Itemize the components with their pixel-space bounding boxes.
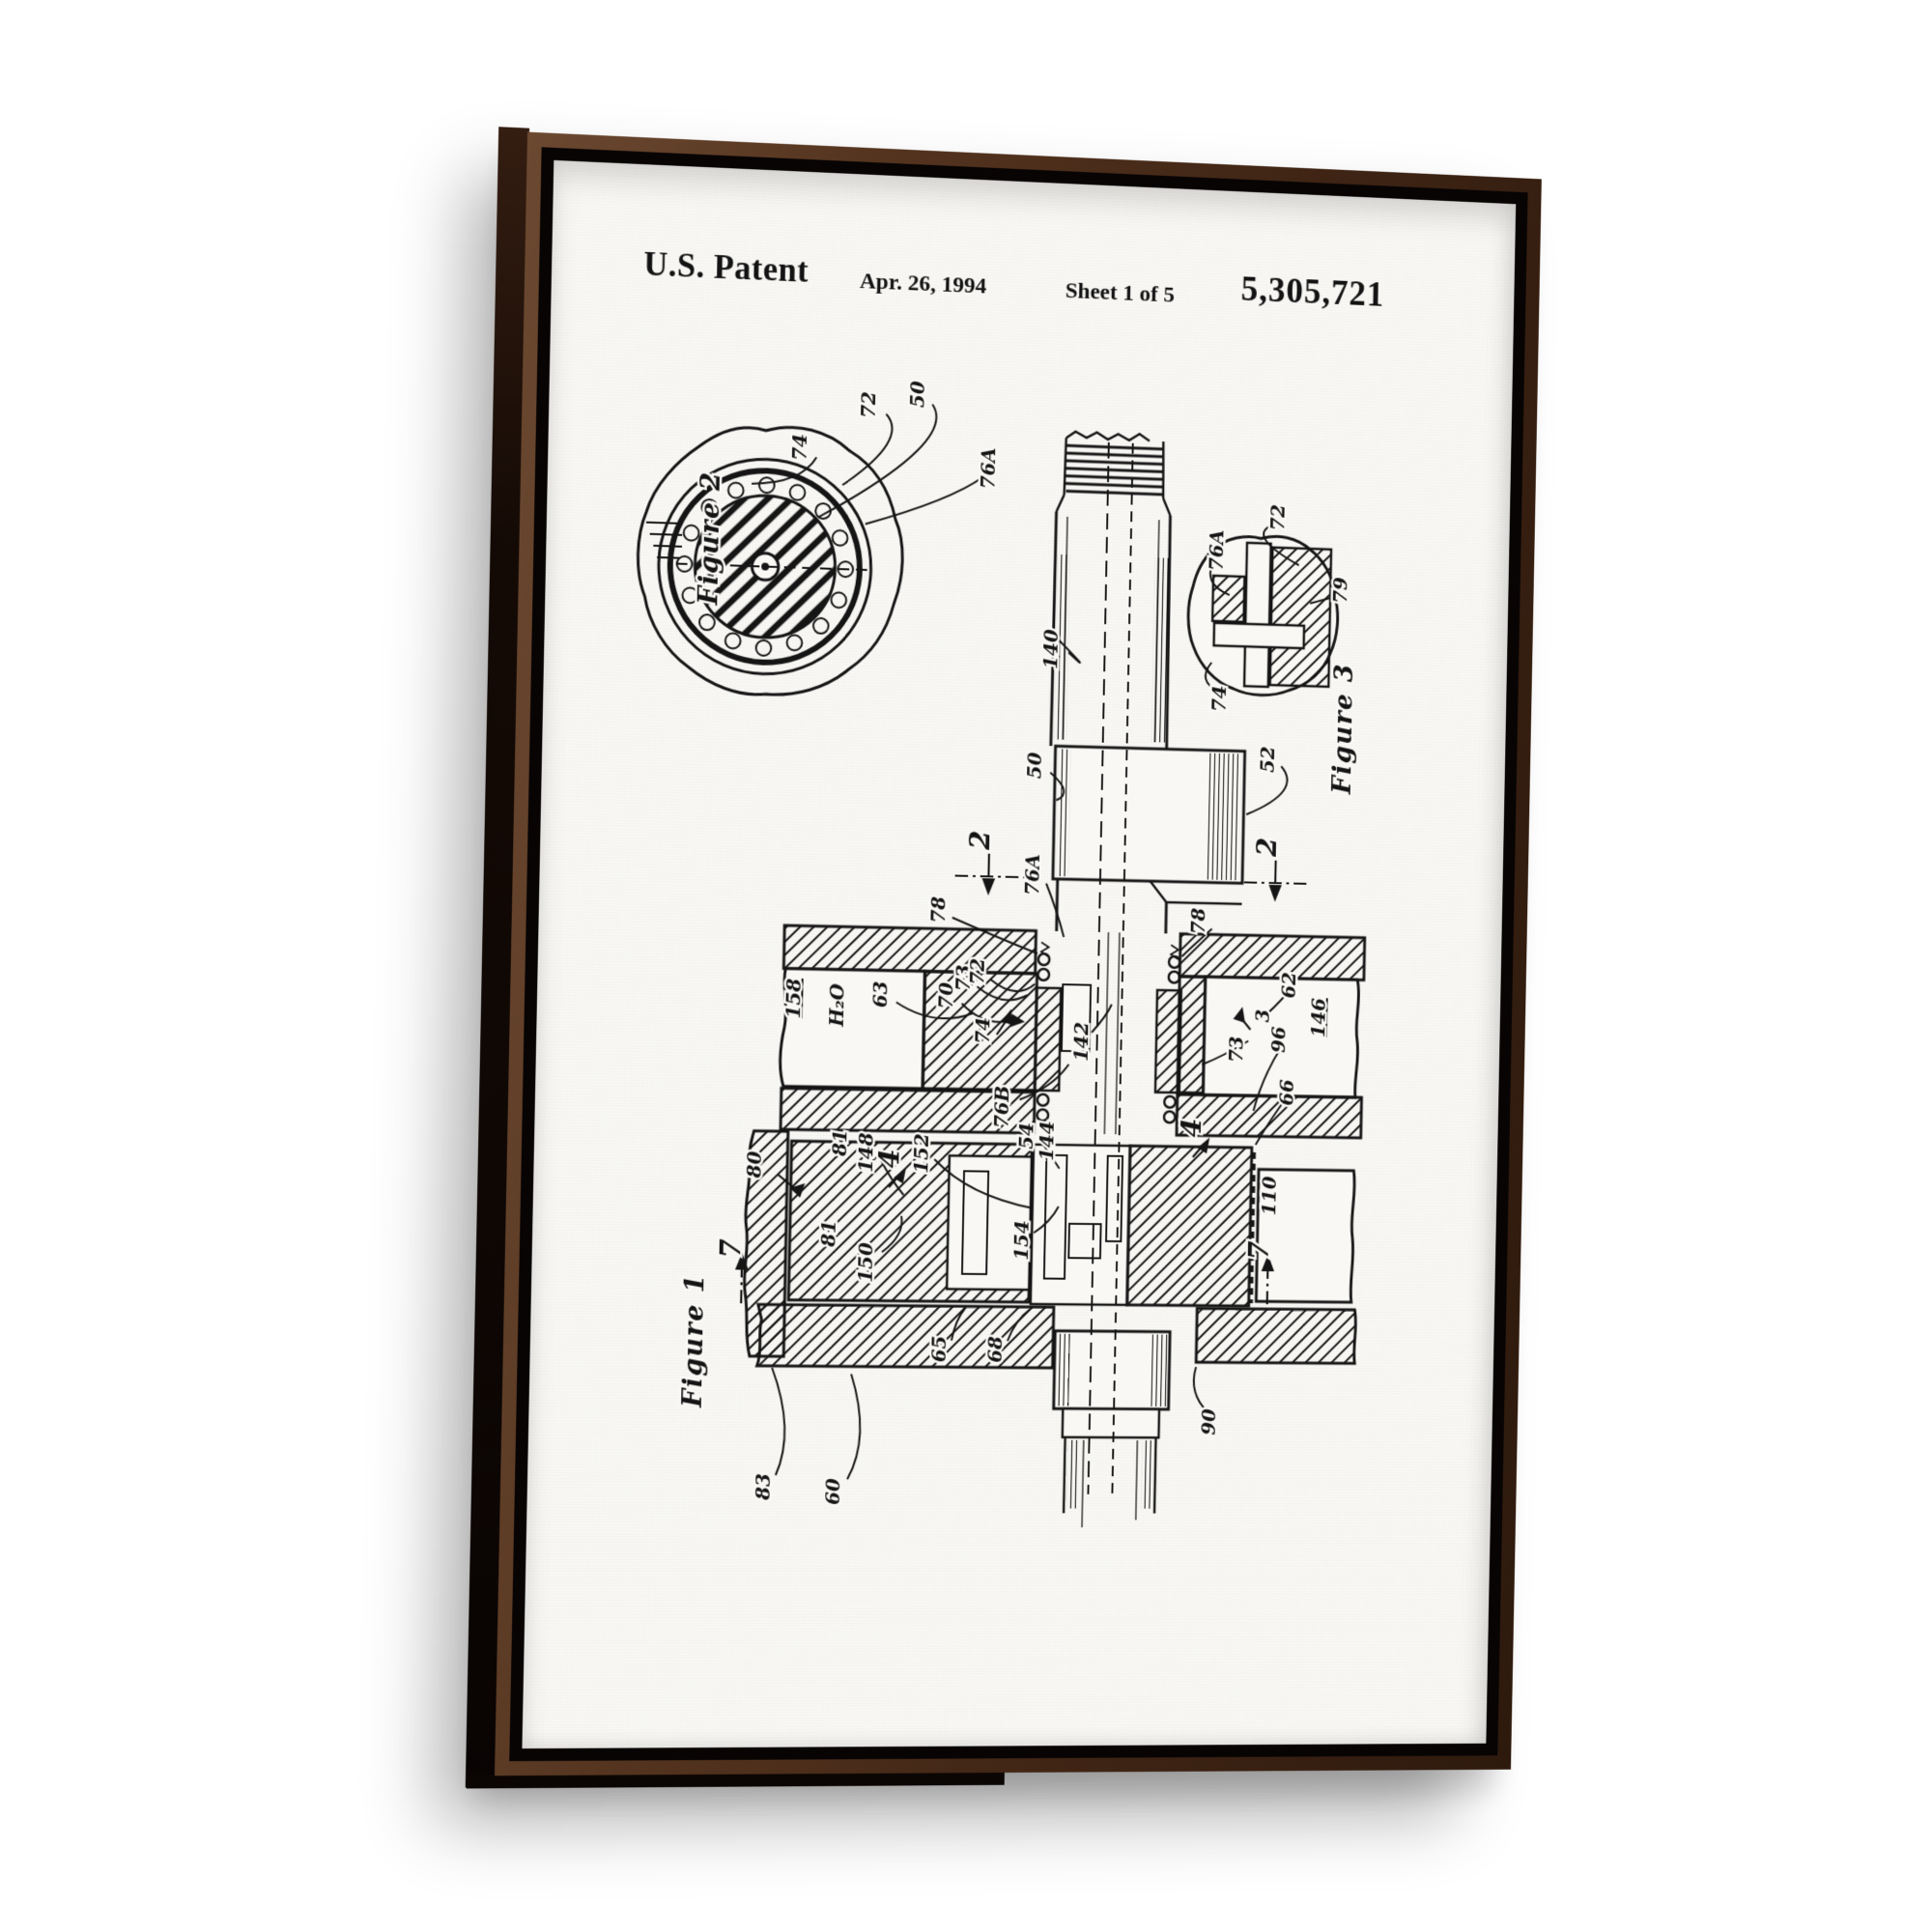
bearing-ball: [833, 530, 848, 546]
ref-numeral: 140: [1039, 629, 1063, 669]
ref-numeral: 60: [821, 1478, 844, 1505]
bearing-ball: [813, 618, 829, 634]
ref-numeral: 142: [1069, 1022, 1093, 1062]
ref-numeral: 154: [1010, 1220, 1034, 1260]
figure-1-valve-assembly: [739, 420, 1374, 1528]
framed-patent-print: U.S. Patent Apr. 26, 1994 Sheet 1 of 5 5…: [465, 127, 1542, 1789]
ref-numeral: 96: [1267, 1026, 1290, 1053]
ref-numeral: 76B: [990, 1086, 1013, 1128]
ref-numeral: 7: [1243, 1240, 1275, 1260]
ref-numeral: 72: [857, 391, 880, 418]
ref-numeral: 80: [743, 1151, 766, 1179]
figure-title: Figure 2: [695, 470, 726, 607]
ref-numeral: 74: [788, 434, 811, 461]
ref-numeral: 76A: [1021, 854, 1044, 895]
ref-numeral: H₂O: [825, 982, 848, 1028]
patent-canvas: U.S. Patent Apr. 26, 1994 Sheet 1 of 5 5…: [522, 159, 1517, 1749]
ref-numeral: 74: [1208, 685, 1230, 712]
ref-numeral: 81: [817, 1220, 840, 1248]
ref-numeral: 50: [1023, 752, 1046, 779]
ref-numeral: 150: [854, 1242, 877, 1283]
bearing-ball: [790, 485, 806, 500]
ref-numeral: 2: [964, 830, 996, 851]
ref-numeral: 148: [854, 1132, 877, 1173]
ref-numeral: 65: [927, 1336, 951, 1363]
figure-title: Figure 1: [678, 1273, 710, 1408]
frame-shadow-gap: U.S. Patent Apr. 26, 1994 Sheet 1 of 5 5…: [509, 147, 1528, 1762]
ref-numeral: 68: [983, 1336, 1007, 1363]
ref-numeral: 2: [1251, 838, 1283, 858]
figure-3-seal-detail: [1187, 533, 1340, 697]
patent-header-sheet: Sheet 1 of 5: [1065, 278, 1176, 308]
ref-numeral: 73: [1225, 1036, 1247, 1063]
bearing-ball: [759, 477, 775, 493]
ref-numeral: 73: [952, 964, 975, 991]
bearing-ball: [755, 640, 771, 656]
ref-numeral: 83: [752, 1473, 775, 1501]
ref-numeral: 76A: [1206, 529, 1229, 571]
ref-numeral: 52: [1257, 746, 1279, 773]
bearing-ball: [725, 633, 741, 648]
ref-numeral: 79: [1329, 577, 1351, 604]
section-marks: [734, 848, 1311, 1310]
ref-numeral: 4: [873, 1149, 906, 1168]
ref-numeral: 62: [1278, 972, 1300, 999]
ref-numeral: 74: [971, 1017, 994, 1044]
ref-numeral: 7: [715, 1238, 748, 1258]
ref-numeral: 72: [1266, 504, 1289, 531]
ref-numeral: 66: [1275, 1079, 1297, 1106]
bearing-ball: [786, 635, 802, 650]
ref-numeral: 78: [926, 896, 950, 923]
patent-header-number: 5,305,721: [1240, 270, 1385, 315]
ref-numeral: 54: [1015, 1122, 1038, 1150]
bearing-ball: [699, 614, 715, 630]
figure-title: Figure 3: [1328, 663, 1359, 796]
ref-numeral: 110: [1258, 1176, 1281, 1215]
ref-numeral: 158: [781, 979, 805, 1019]
ref-numeral: 152: [910, 1133, 933, 1174]
ref-numeral: 70: [934, 982, 957, 1009]
ref-numeral: 146: [1307, 998, 1330, 1037]
ref-numeral: 72: [966, 958, 989, 985]
ref-numeral: 76A: [977, 447, 1000, 490]
patent-header-date: Apr. 26, 1994: [859, 269, 987, 299]
ref-numeral: 50: [906, 381, 929, 408]
ref-numeral: 81: [828, 1129, 851, 1157]
ref-numeral: 4: [1176, 1118, 1208, 1137]
floating-frame: U.S. Patent Apr. 26, 1994 Sheet 1 of 5 5…: [494, 131, 1542, 1776]
ref-numeral: 63: [868, 980, 892, 1008]
ref-numeral: 78: [1187, 907, 1209, 934]
bearing-ball: [728, 482, 744, 497]
ref-numeral: 3: [1252, 1009, 1274, 1022]
ref-numeral: 90: [1198, 1408, 1220, 1435]
ref-numeral: 144: [1036, 1121, 1059, 1160]
bearing-ball: [831, 592, 846, 608]
patent-header-title: U.S. Patent: [642, 244, 810, 290]
figure-2-knob-section: [636, 422, 905, 699]
